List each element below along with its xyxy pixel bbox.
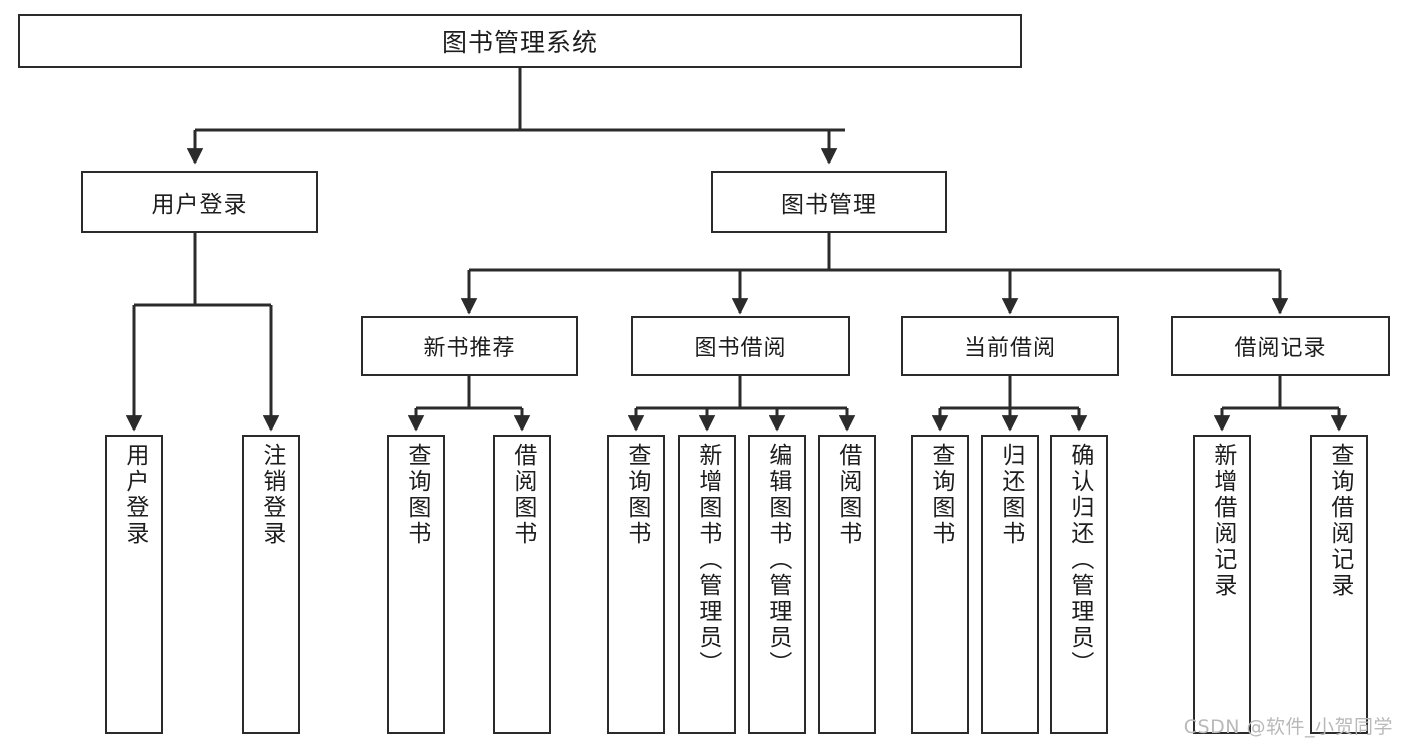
leaf-add-record[interactable]: 新增借阅记录 — [1193, 435, 1251, 734]
leaf-borrow-book-1[interactable]: 借阅图书 — [493, 435, 551, 734]
node-user-login[interactable]: 用户登录 — [81, 171, 318, 233]
node-label: 新增图书（管理员） — [694, 443, 721, 677]
node-label: 注销登录 — [258, 443, 285, 547]
leaf-borrow-book-2[interactable]: 借阅图书 — [818, 435, 876, 734]
leaf-query-book-3[interactable]: 查询图书 — [911, 435, 969, 734]
leaf-logout-login[interactable]: 注销登录 — [242, 435, 300, 734]
node-label: 用户登录 — [151, 192, 248, 218]
node-label: 图书借阅 — [694, 336, 787, 361]
node-new-book-recommend[interactable]: 新书推荐 — [361, 316, 578, 376]
node-label: 查询图书 — [623, 443, 650, 547]
leaf-user-login[interactable]: 用户登录 — [105, 435, 163, 734]
node-label: 查询图书 — [927, 443, 954, 547]
node-borrow-record[interactable]: 借阅记录 — [1171, 316, 1390, 376]
node-root-system[interactable]: 图书管理系统 — [18, 14, 1022, 68]
leaf-edit-book[interactable]: 编辑图书（管理员） — [748, 435, 806, 734]
node-label: 借阅图书 — [834, 443, 861, 547]
node-label: 图书管理 — [781, 192, 877, 218]
node-label: 用户登录 — [121, 443, 148, 547]
node-book-manage[interactable]: 图书管理 — [711, 171, 947, 233]
leaf-confirm-return[interactable]: 确认归还（管理员） — [1050, 435, 1108, 734]
leaf-return-book[interactable]: 归还图书 — [981, 435, 1039, 734]
node-label: 图书管理系统 — [441, 28, 598, 57]
node-label: 归还图书 — [997, 443, 1024, 547]
csdn-watermark: CSDN @软件_小贺同学 — [1183, 716, 1393, 738]
node-book-borrow[interactable]: 图书借阅 — [631, 316, 850, 376]
node-label: 借阅图书 — [509, 443, 536, 547]
node-label: 查询借阅记录 — [1326, 443, 1353, 599]
leaf-add-book[interactable]: 新增图书（管理员） — [678, 435, 736, 734]
leaf-query-record[interactable]: 查询借阅记录 — [1310, 435, 1368, 734]
leaf-query-book-1[interactable]: 查询图书 — [387, 435, 445, 734]
leaf-query-book-2[interactable]: 查询图书 — [607, 435, 665, 734]
node-label: 新增借阅记录 — [1209, 443, 1236, 599]
node-label: 当前借阅 — [963, 336, 1056, 361]
node-current-borrow[interactable]: 当前借阅 — [901, 316, 1119, 376]
node-label: 编辑图书（管理员） — [764, 443, 791, 677]
node-label: 新书推荐 — [423, 336, 516, 361]
node-label: 确认归还（管理员） — [1066, 443, 1093, 677]
node-label: 查询图书 — [403, 443, 430, 547]
node-label: 借阅记录 — [1234, 336, 1327, 361]
